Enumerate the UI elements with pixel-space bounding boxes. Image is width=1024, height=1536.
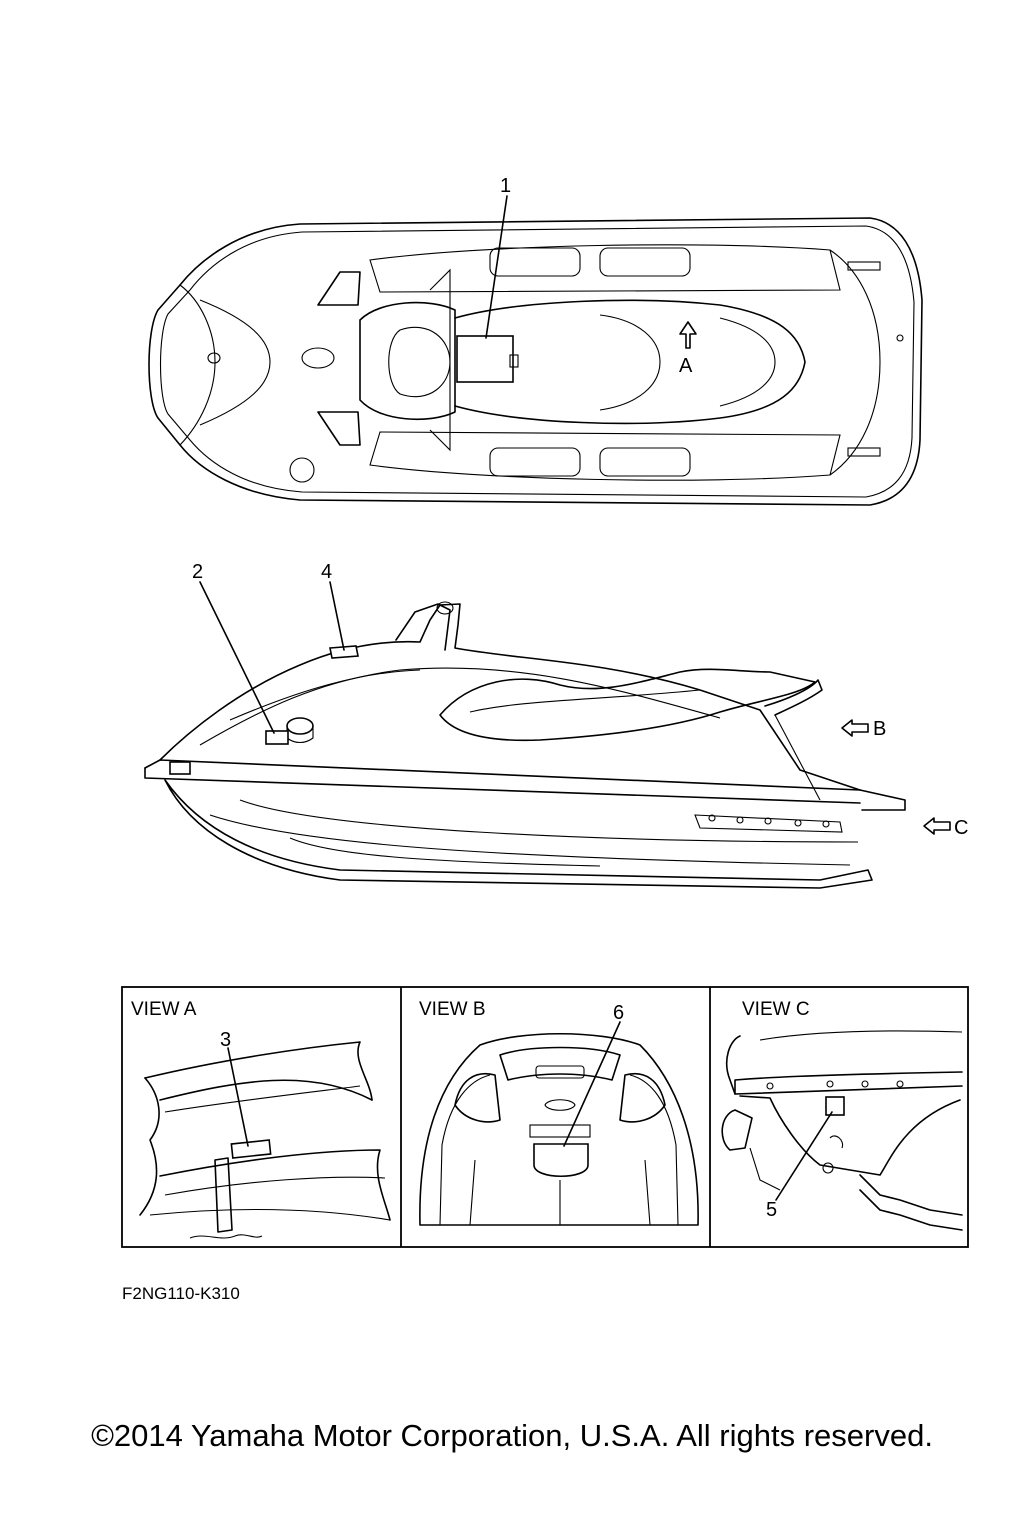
callout-6-leader (563, 1021, 621, 1147)
side-view-watercraft (144, 601, 906, 889)
callout-5: 5 (766, 1199, 777, 1221)
callout-2-leader (199, 581, 275, 734)
arrow-c-left-icon (923, 817, 951, 835)
view-b-title: VIEW B (419, 999, 486, 1020)
callout-6: 6 (613, 1002, 624, 1024)
figure-code: F2NG110-K310 (122, 1284, 240, 1303)
arrow-b-left-icon (841, 719, 869, 737)
view-a-title: VIEW A (131, 999, 197, 1020)
top-view-watercraft (148, 217, 923, 506)
arrow-a-up-icon (679, 321, 697, 349)
view-a-drawing (139, 1041, 391, 1239)
arrow-a-label: A (679, 355, 693, 377)
view-b-drawing (419, 1033, 699, 1226)
detail-views-frame (121, 986, 969, 1248)
arrow-b-label: B (873, 718, 886, 740)
view-c-title: VIEW C (742, 999, 810, 1020)
callout-2: 2 (192, 561, 203, 583)
view-c-drawing (721, 1030, 963, 1231)
callout-1-leader (485, 195, 508, 339)
callout-1: 1 (500, 175, 511, 197)
callout-4: 4 (321, 561, 332, 583)
copyright-notice: ©2014 Yamaha Motor Corporation, U.S.A. A… (91, 1418, 933, 1453)
callout-5-leader (775, 1111, 833, 1201)
callout-4-leader (329, 581, 345, 651)
arrow-c-label: C (954, 817, 968, 839)
callout-3: 3 (220, 1029, 231, 1051)
callout-3-leader (227, 1047, 249, 1147)
